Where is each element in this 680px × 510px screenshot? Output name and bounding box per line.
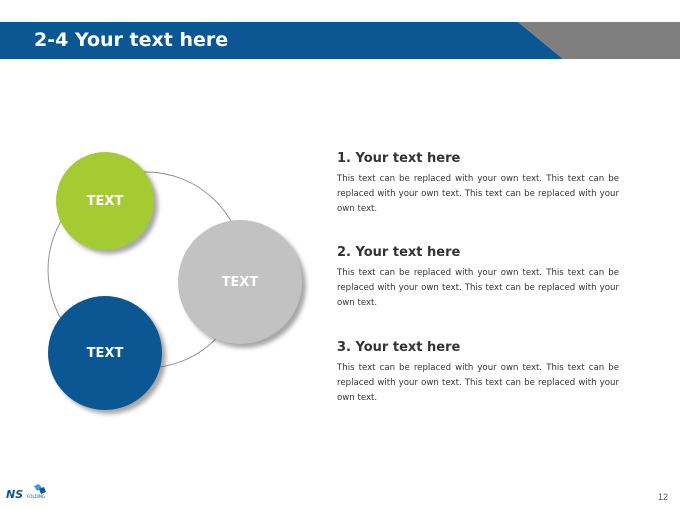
header-band-graphic — [0, 22, 680, 59]
item-1-title: 1. Your text here — [337, 151, 461, 166]
page-number: 12 — [657, 492, 668, 502]
item-3-title: 3. Your text here — [337, 340, 461, 355]
bubble-blue-label: TEXT — [86, 345, 124, 361]
logo-subtext: FOLDING — [27, 494, 46, 499]
company-logo-mark — [34, 484, 46, 494]
header-bar — [0, 22, 680, 59]
text-item-2: 2. Your text here This text can be repla… — [337, 245, 619, 311]
bubble-green-label: TEXT — [86, 193, 124, 209]
page-title: 2-4 Your text here — [34, 29, 229, 51]
item-2-body: This text can be replaced with your own … — [337, 268, 619, 308]
item-1-body: This text can be replaced with your own … — [337, 174, 619, 214]
item-3-body: This text can be replaced with your own … — [337, 363, 619, 403]
logo-text: NS — [6, 488, 24, 501]
bubble-gray: TEXT — [178, 220, 302, 344]
item-2-title: 2. Your text here — [337, 245, 461, 260]
bubble-blue: TEXT — [48, 296, 162, 410]
text-item-3: 3. Your text here This text can be repla… — [337, 340, 619, 406]
bubble-green: TEXT — [56, 152, 154, 250]
text-item-1: 1. Your text here This text can be repla… — [337, 151, 619, 217]
bubble-gray-label: TEXT — [221, 274, 259, 290]
